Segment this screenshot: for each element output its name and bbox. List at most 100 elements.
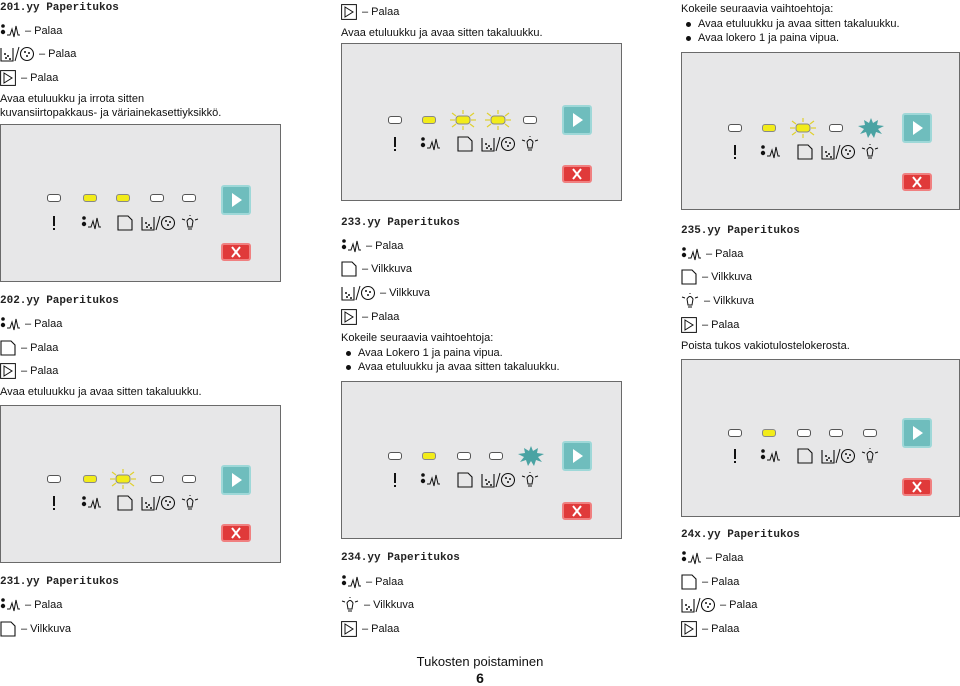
led	[47, 475, 61, 483]
legend-state: – Palaa	[720, 599, 758, 611]
legend-state: – Palaa	[702, 576, 740, 588]
led	[83, 194, 97, 202]
legend-state: – Palaa	[21, 365, 59, 377]
legend-row: – Vilkkuva	[341, 596, 418, 614]
options-intro: Kokeile seuraavia vaihtoehtoja:	[341, 332, 494, 344]
legend-state: – Palaa	[702, 623, 740, 635]
continue-button[interactable]	[902, 418, 932, 448]
legend-row: – Vilkkuva	[681, 292, 758, 310]
blinking-led-icon	[450, 110, 476, 130]
cancel-button[interactable]	[562, 502, 592, 520]
continue-button[interactable]	[562, 105, 592, 135]
printer-panel	[0, 124, 281, 282]
instruction-text: Avaa etuluukku ja irrota sitten kuvansii…	[0, 93, 222, 119]
cancel-button[interactable]	[902, 478, 932, 496]
options-intro: Kokeile seuraavia vaihtoehtoja:	[681, 3, 834, 15]
continue-button[interactable]	[562, 441, 592, 471]
continue-icon	[341, 309, 357, 325]
blinking-green-led-icon	[518, 446, 544, 466]
legend-state: – Palaa	[362, 311, 400, 323]
legend-row: – Palaa	[0, 69, 62, 87]
led	[150, 194, 164, 202]
exclamation-icon	[732, 144, 738, 160]
paper-jam-icon	[341, 238, 361, 254]
load-paper-icon	[117, 215, 133, 231]
play-icon	[913, 426, 923, 440]
led	[388, 116, 402, 124]
blinking-green-led-icon	[858, 118, 884, 138]
continue-button[interactable]	[221, 465, 251, 495]
legend-row: – Palaa	[0, 339, 62, 357]
legend-row: – Palaa	[341, 3, 403, 21]
led	[182, 194, 196, 202]
led	[762, 124, 776, 132]
options-list: Avaa etuluukku ja avaa sitten takaluukku…	[684, 17, 900, 45]
cancel-button[interactable]	[221, 524, 251, 542]
legend-state: – Palaa	[706, 248, 744, 260]
paper-jam-icon	[81, 215, 101, 231]
printer-panel	[341, 381, 622, 539]
printer-panel	[681, 359, 960, 517]
play-icon	[232, 193, 242, 207]
cancel-icon	[572, 505, 582, 517]
led	[116, 194, 130, 202]
footer-section-title: Tukosten poistaminen	[416, 654, 544, 669]
legend-row: – Vilkkuva	[341, 284, 434, 302]
led	[728, 124, 742, 132]
legend-row: – Palaa	[0, 22, 66, 40]
led	[489, 452, 503, 460]
paper-jam-icon	[341, 574, 361, 590]
ready-light-icon	[181, 495, 199, 511]
led	[422, 452, 436, 460]
led	[797, 429, 811, 437]
option-item: Avaa lokero 1 ja paina vipua.	[686, 31, 900, 45]
play-icon	[232, 473, 242, 487]
paper-jam-icon	[681, 550, 701, 566]
toner-icon	[821, 448, 855, 464]
cancel-icon	[572, 168, 582, 180]
ready-light-icon	[521, 472, 539, 488]
play-icon	[573, 113, 583, 127]
continue-icon	[681, 317, 697, 333]
toner-icon	[341, 285, 375, 301]
play-icon	[913, 121, 923, 135]
ready-light-icon	[681, 293, 699, 309]
cancel-button[interactable]	[221, 243, 251, 261]
paper-jam-icon	[420, 136, 440, 152]
blinking-led-icon	[110, 469, 136, 489]
continue-icon	[341, 4, 357, 20]
legend-row: – Palaa	[341, 237, 407, 255]
cancel-icon	[231, 527, 241, 539]
instruction-text: Avaa etuluukku ja avaa sitten takaluukku…	[0, 386, 202, 398]
legend-state: – Vilkkuva	[21, 623, 71, 635]
led	[728, 429, 742, 437]
load-paper-icon	[681, 269, 697, 285]
toner-icon	[821, 144, 855, 160]
printer-panel	[681, 52, 960, 210]
exclamation-icon	[392, 472, 398, 488]
legend-row: – Palaa	[0, 45, 80, 63]
continue-button[interactable]	[902, 113, 932, 143]
toner-icon	[481, 472, 515, 488]
toner-icon	[0, 46, 34, 62]
legend-state: – Palaa	[702, 319, 740, 331]
blinking-led-icon	[485, 110, 511, 130]
legend-state: – Palaa	[25, 318, 63, 330]
paper-jam-icon	[420, 472, 440, 488]
error-code-201: 201.yy Paperitukos	[0, 2, 119, 14]
continue-button[interactable]	[221, 185, 251, 215]
led	[829, 429, 843, 437]
cancel-button[interactable]	[902, 173, 932, 191]
paper-jam-icon	[760, 144, 780, 160]
led	[762, 429, 776, 437]
legend-row: – Palaa	[0, 596, 66, 614]
legend-row: – Vilkkuva	[681, 268, 756, 286]
option-item: Avaa etuluukku ja avaa sitten takaluukku…	[686, 18, 900, 30]
legend-row: – Palaa	[0, 315, 66, 333]
cancel-button[interactable]	[562, 165, 592, 183]
toner-icon	[141, 215, 175, 231]
legend-state: – Palaa	[706, 552, 744, 564]
legend-row: – Palaa	[681, 573, 743, 591]
legend-row: – Palaa	[681, 596, 761, 614]
cancel-icon	[231, 246, 241, 258]
